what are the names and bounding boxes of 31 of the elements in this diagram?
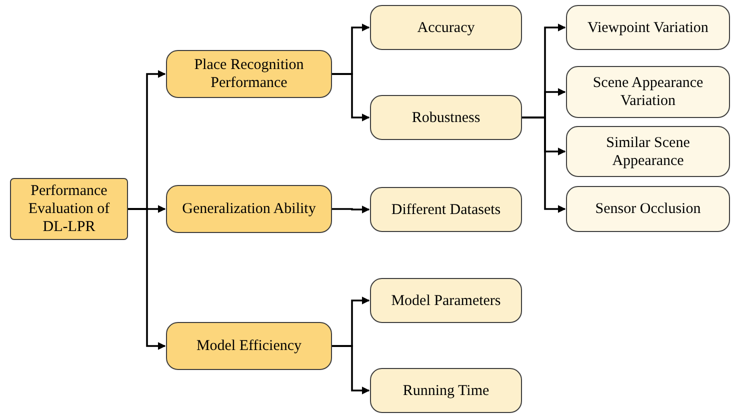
node-label: Scene Appearance Variation bbox=[592, 74, 704, 110]
category-box bbox=[166, 322, 332, 370]
node-label: Similar Scene Appearance bbox=[605, 134, 691, 170]
arrow bbox=[522, 116, 566, 213]
node-label: Model Efficiency bbox=[196, 337, 302, 355]
category-box bbox=[566, 5, 730, 50]
category-box bbox=[166, 50, 332, 98]
category-box bbox=[370, 278, 522, 323]
node-label: Accuracy bbox=[417, 18, 475, 36]
category-box bbox=[370, 5, 522, 50]
arrow bbox=[128, 208, 166, 350]
arrow bbox=[332, 345, 370, 394]
arrow bbox=[332, 206, 370, 214]
category-box bbox=[10, 178, 128, 240]
node-label: Generalization Ability bbox=[182, 200, 316, 218]
category-box bbox=[370, 187, 522, 232]
node-label: Model Parameters bbox=[391, 292, 501, 310]
node-label: Robustness bbox=[412, 108, 480, 126]
category-box bbox=[370, 368, 522, 413]
category-box bbox=[166, 185, 332, 233]
node-label: Sensor Occlusion bbox=[595, 200, 701, 218]
node-label: Different Datasets bbox=[391, 200, 501, 218]
arrow bbox=[332, 73, 370, 122]
category-box bbox=[370, 95, 522, 140]
category-box bbox=[566, 126, 730, 177]
category-box bbox=[566, 186, 730, 232]
node-label: Viewpoint Variation bbox=[588, 18, 708, 36]
category-box bbox=[566, 66, 730, 118]
node-label: Running Time bbox=[402, 382, 490, 400]
node-label: Performance Evaluation of DL-LPR bbox=[27, 182, 111, 236]
node-label: Place Recognition Performance bbox=[193, 56, 305, 92]
